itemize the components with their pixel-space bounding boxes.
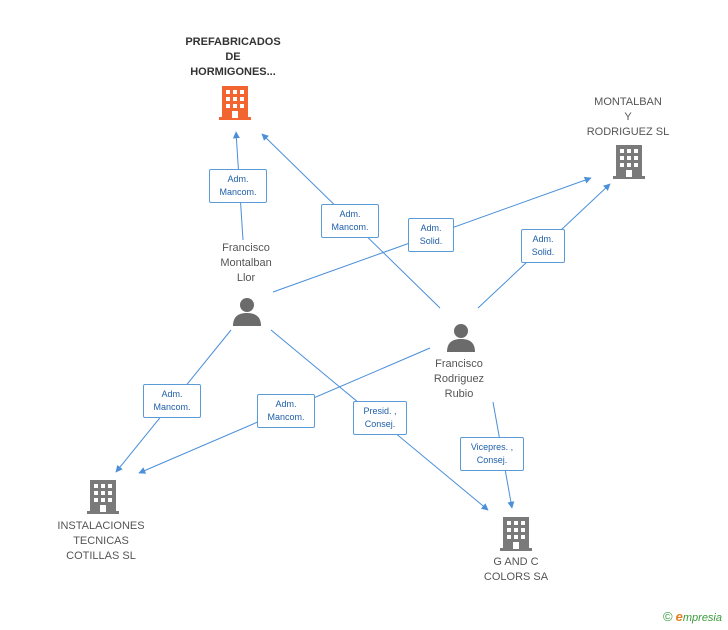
relation-label-r2[interactable]: Adm. Mancom. — [321, 204, 379, 238]
relation-label-r7[interactable]: Presid. , Consej. — [353, 401, 407, 435]
person-icon — [233, 298, 261, 326]
relation-label-r3[interactable]: Adm. Solid. — [408, 218, 454, 252]
building-icon — [500, 517, 532, 551]
company-name-montalban: MONTALBAN Y RODRIGUEZ SL — [586, 96, 670, 138]
person-icon — [447, 324, 475, 352]
relation-label-r6[interactable]: Adm. Mancom. — [257, 394, 315, 428]
relation-label-r4[interactable]: Adm. Solid. — [521, 229, 565, 263]
building-icon — [613, 145, 645, 179]
relation-label-r1[interactable]: Adm. Mancom. — [209, 169, 267, 203]
building-icon — [219, 86, 251, 120]
relation-label-r5[interactable]: Adm. Mancom. — [143, 384, 201, 418]
person-name-francisco-montalban: Francisco Montalban Llor — [220, 242, 272, 284]
company-name-instalaciones: INSTALACIONES TECNICAS COTILLAS SL — [57, 520, 145, 562]
empresia-logo: ©empresia — [663, 609, 722, 624]
company-name-gandc: G AND C COLORS SA — [483, 556, 549, 583]
relation-label-r8[interactable]: Vicepres. , Consej. — [460, 437, 524, 471]
copyright-icon: © — [663, 609, 673, 624]
company-name-prefabricados: PREFABRICADOS DE HORMIGONES... — [185, 36, 281, 78]
person-name-francisco-rodriguez: Francisco Rodriguez Rubio — [433, 358, 485, 400]
building-icon — [87, 480, 119, 514]
